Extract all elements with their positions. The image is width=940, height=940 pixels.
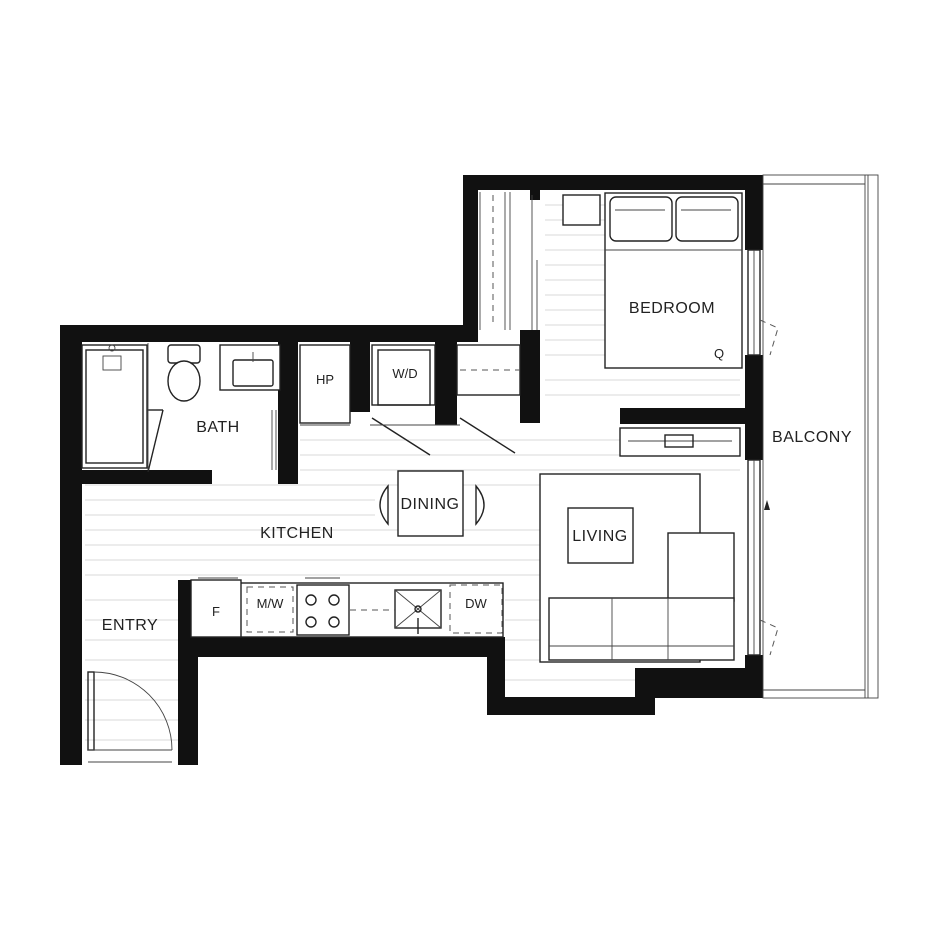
floor-texture	[85, 204, 740, 741]
room-labels: BEDROOM Q BALCONY BATH HP W/D DINING KIT…	[102, 300, 852, 634]
walls	[60, 175, 763, 765]
label-bedroom: BEDROOM	[629, 300, 715, 317]
bed	[562, 192, 743, 369]
label-entry: ENTRY	[102, 617, 158, 634]
label-balcony: BALCONY	[772, 429, 852, 446]
bathroom-fixtures	[81, 343, 281, 473]
media-console	[619, 427, 741, 457]
entry-door	[87, 671, 173, 763]
kitchen-counter	[190, 577, 504, 638]
windows	[747, 249, 779, 656]
bedroom-closet	[479, 192, 538, 330]
label-kitchen: KITCHEN	[260, 525, 334, 542]
label-fridge: F	[212, 604, 220, 619]
living-furniture	[539, 473, 735, 663]
label-hp: HP	[316, 372, 334, 387]
label-dining: DINING	[401, 496, 460, 513]
label-bath: BATH	[196, 419, 239, 436]
label-microwave: M/W	[257, 596, 284, 611]
label-wd: W/D	[392, 366, 417, 381]
label-queen: Q	[714, 346, 724, 361]
utility-closets	[299, 344, 521, 456]
label-living: LIVING	[572, 528, 627, 545]
label-dishwasher: DW	[465, 596, 487, 611]
balcony	[762, 174, 879, 699]
dining-set	[379, 470, 485, 537]
